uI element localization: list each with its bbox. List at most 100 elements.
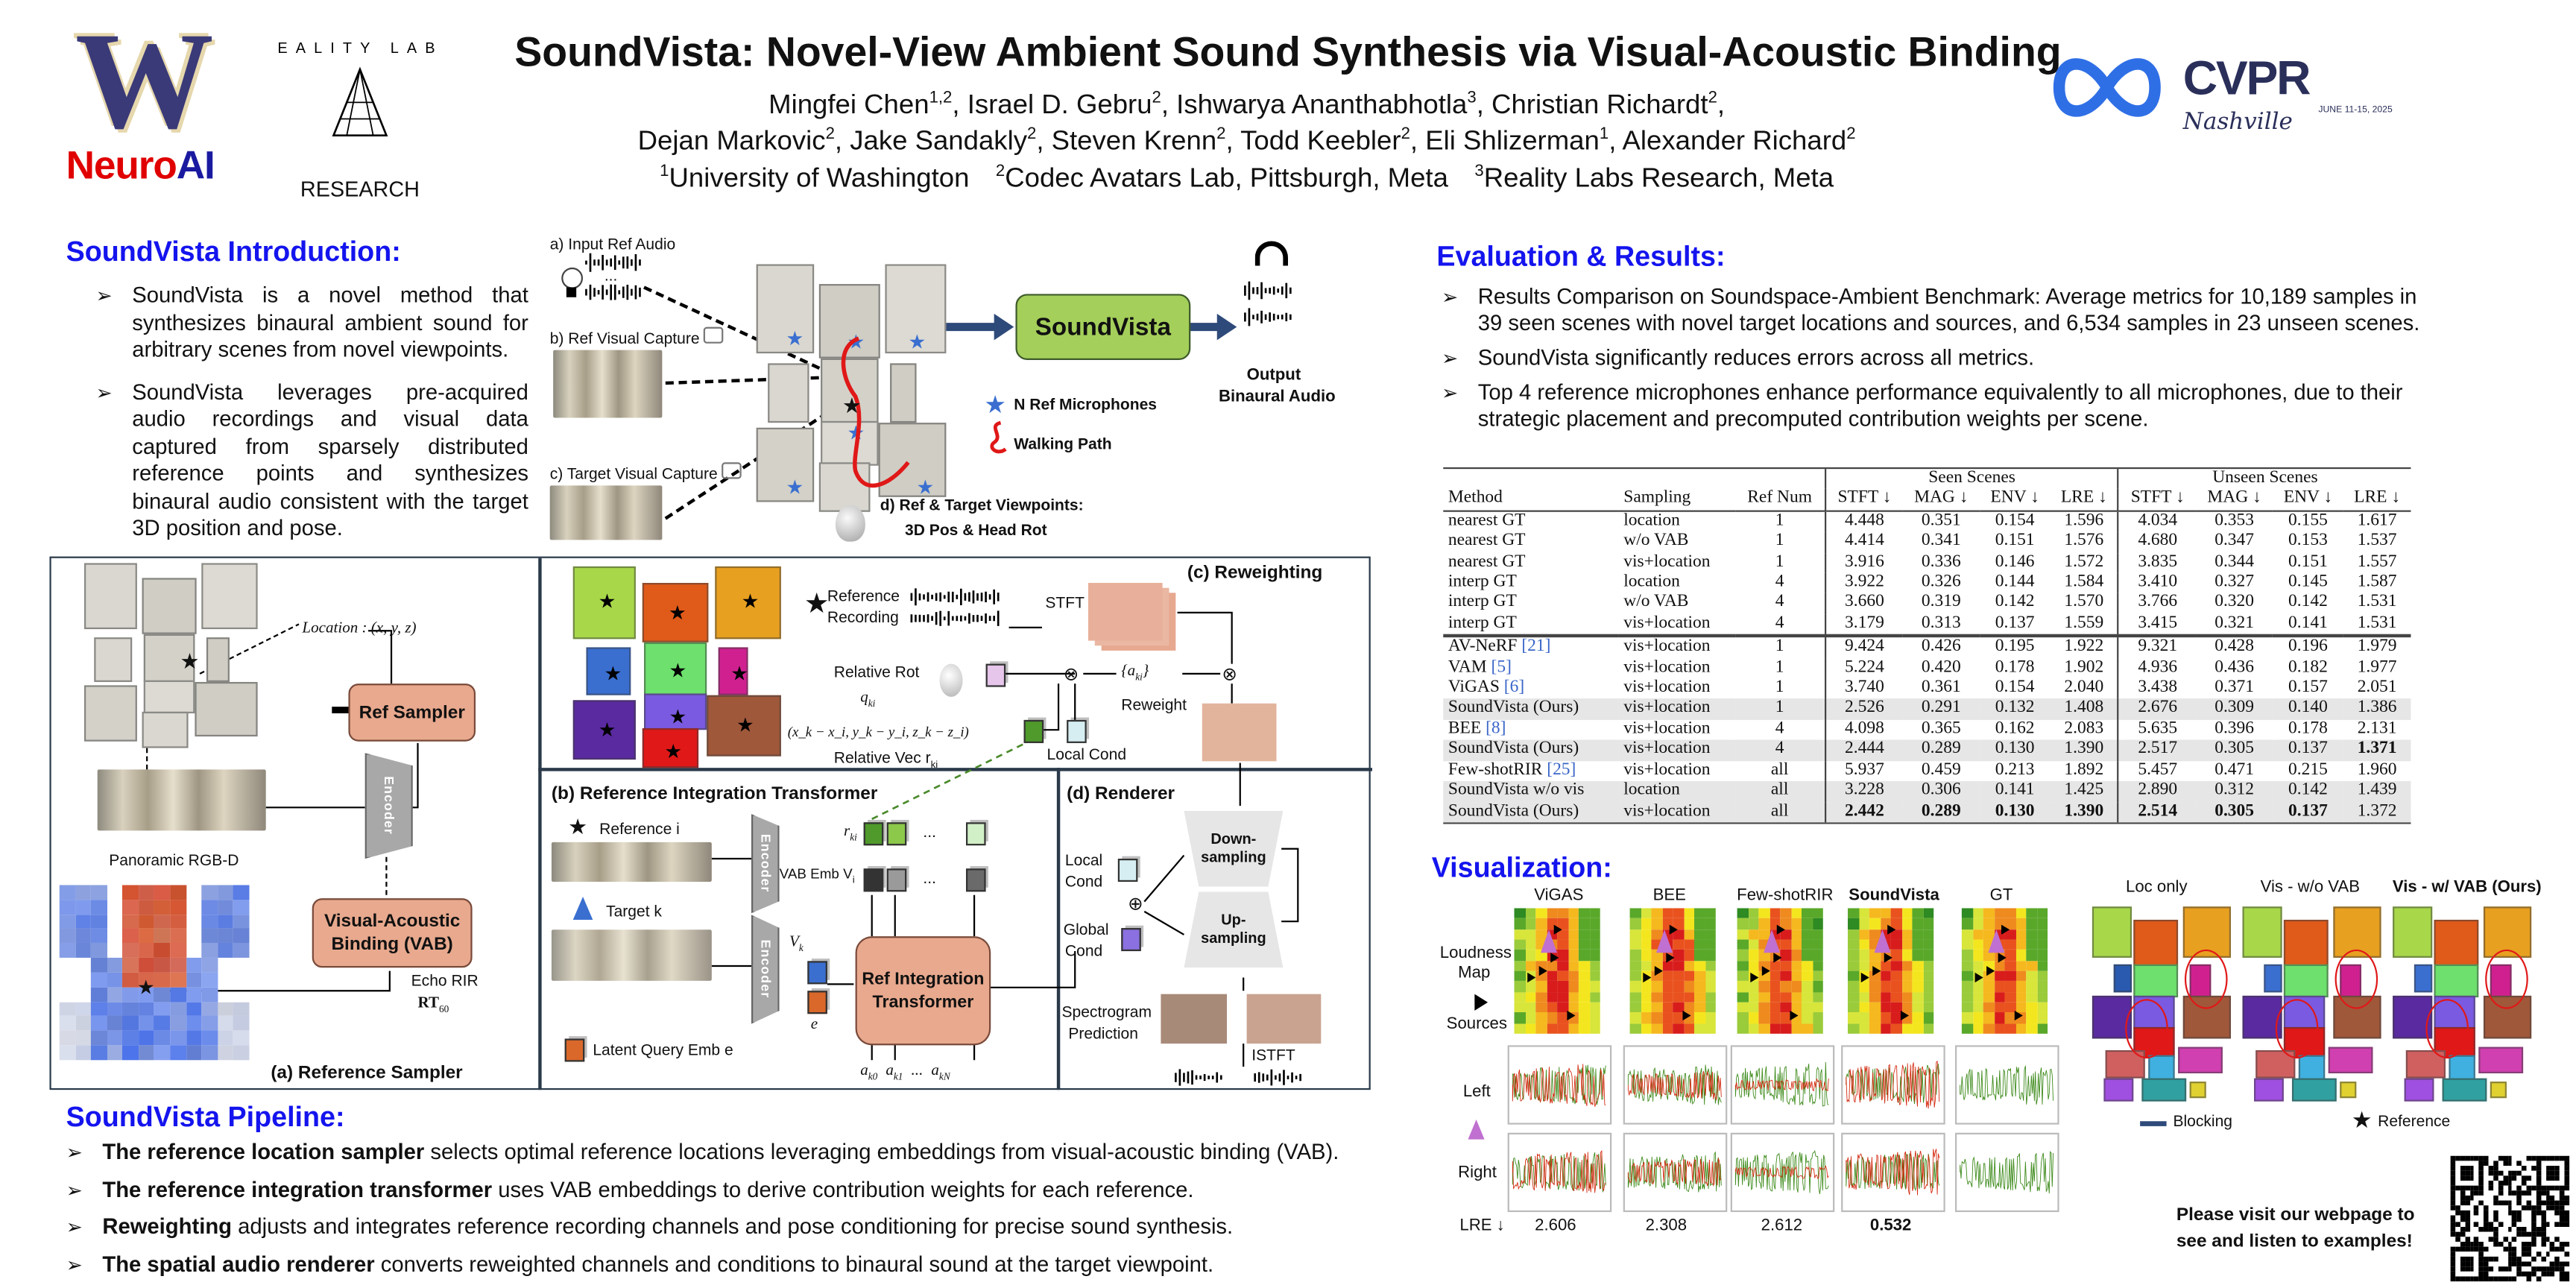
blocking-legend-line xyxy=(2140,1121,2167,1126)
heatmap-cell xyxy=(107,915,122,929)
loudness-cell xyxy=(1747,981,1759,992)
heatmap-cell xyxy=(60,987,75,1002)
qr-module xyxy=(2469,1226,2475,1231)
qr-module xyxy=(2507,1161,2513,1167)
heatmap-cell xyxy=(122,1045,139,1061)
method-cell: nearest GT xyxy=(1448,511,1526,530)
loudness-cell xyxy=(1912,970,1923,982)
metric-cell: 0.145 xyxy=(2288,572,2328,592)
metric-cell: 0.178 xyxy=(2288,719,2328,738)
source-triangle-icon xyxy=(1872,965,1881,976)
qr-module xyxy=(2464,1201,2470,1207)
qr-module xyxy=(2550,1261,2555,1266)
qr-code[interactable] xyxy=(2450,1155,2570,1282)
loudness-cell xyxy=(2026,1023,2037,1034)
echo-rir-heatmap xyxy=(59,885,250,1061)
floor-plan-room: ★ xyxy=(706,695,781,756)
loudness-cell xyxy=(1848,1002,1859,1013)
qr-module xyxy=(2460,1161,2465,1167)
loudness-cell xyxy=(1747,908,1759,919)
qr-module xyxy=(2540,1210,2546,1216)
heatmap-cell xyxy=(91,1001,107,1017)
qr-module xyxy=(2512,1241,2517,1246)
latent-query-label: Latent Query Emb e xyxy=(593,1041,733,1061)
qr-module xyxy=(2554,1161,2560,1167)
qr-module xyxy=(2502,1206,2508,1211)
ref-visual-capture-label: b) Ref Visual Capture xyxy=(550,326,724,348)
heatmap-cell xyxy=(233,958,249,973)
floor-plan-room xyxy=(2297,1054,2326,1080)
citation-link[interactable]: [25] xyxy=(1547,760,1576,779)
output-waveform-icon xyxy=(1244,308,1292,326)
method-cell: SoundVista w/o vis xyxy=(1443,781,1619,802)
source-triangle-icon xyxy=(1654,965,1663,976)
loudness-cell xyxy=(1869,918,1881,929)
loudness-cell xyxy=(1961,1023,1973,1034)
qr-module xyxy=(2502,1226,2508,1231)
citation-link[interactable]: [5] xyxy=(1491,658,1512,677)
qr-module xyxy=(2498,1226,2503,1231)
heatmap-cell xyxy=(170,1031,186,1046)
binaural-output-waveform-icon xyxy=(1254,1069,1301,1086)
qr-module xyxy=(2478,1206,2484,1211)
qr-module xyxy=(2464,1261,2470,1266)
qr-module xyxy=(2564,1236,2570,1242)
loudness-cell xyxy=(2004,908,2015,919)
metric-cell: 0.305 xyxy=(2196,740,2273,761)
qr-module xyxy=(2512,1231,2517,1237)
citation-link[interactable]: [21] xyxy=(1521,637,1551,657)
citation-link[interactable]: [6] xyxy=(1503,678,1525,698)
metric-cell: 1.531 xyxy=(2357,593,2397,612)
author-affiliation-mark: 2 xyxy=(1846,125,1856,144)
loudness-cell xyxy=(1922,991,1934,1003)
table-column-header: MAG ↓ xyxy=(2207,489,2261,508)
qr-module xyxy=(2493,1186,2498,1191)
source-triangle-icon xyxy=(1553,924,1562,935)
qr-module xyxy=(2498,1231,2503,1237)
qr-module xyxy=(2560,1266,2565,1272)
qr-module xyxy=(2507,1206,2513,1211)
metric-cell: 0.471 xyxy=(2214,760,2255,779)
qr-module xyxy=(2540,1226,2546,1231)
citation-link[interactable]: [8] xyxy=(1486,719,1506,738)
qr-module xyxy=(2478,1246,2484,1251)
loudness-cell xyxy=(1514,950,1525,961)
reweight-label: Reweight xyxy=(1121,696,1187,716)
qr-module xyxy=(2484,1161,2489,1167)
loudness-cell xyxy=(1629,970,1641,982)
loudness-cell xyxy=(1514,939,1525,950)
qr-module xyxy=(2540,1276,2546,1282)
loudness-cell xyxy=(1546,1002,1558,1013)
loudness-cell xyxy=(1890,1023,1902,1034)
metric-cell: 0.365 xyxy=(1921,719,1961,738)
heatmap-cell xyxy=(75,943,92,959)
loudness-cell xyxy=(1651,981,1662,992)
loudness-cell xyxy=(1801,970,1813,982)
metric-cell: 1.559 xyxy=(2064,613,2104,633)
sampling-cell: w/o VAB xyxy=(1623,593,1689,612)
arrow-bullet-icon: ➢ xyxy=(1442,285,1459,309)
blocking-legend: Blocking xyxy=(2173,1113,2233,1131)
loudness-cell xyxy=(1737,939,1748,950)
loudness-cell xyxy=(1673,1002,1684,1013)
predicted-spectrogram-left xyxy=(1161,994,1228,1044)
qr-module xyxy=(2469,1221,2475,1227)
loudness-cell xyxy=(2036,970,2048,982)
loudness-cell xyxy=(1673,1023,1684,1034)
authors-line-2: Dejan Markovic2, Jake Sandakly2, Steven … xyxy=(0,117,2493,159)
loudness-cell xyxy=(1922,960,1934,971)
arrow-bullet-icon: ➢ xyxy=(95,380,113,404)
heatmap-cell xyxy=(233,914,250,929)
qr-module xyxy=(2554,1166,2560,1171)
metric-cell: 5.635 xyxy=(2118,719,2197,741)
loudness-cell xyxy=(2004,1012,2015,1023)
heatmap-cell xyxy=(218,973,233,988)
heatmap-cell xyxy=(138,929,155,944)
right-channel-waveform xyxy=(1623,1132,1728,1213)
metric-cell: 0.137 xyxy=(2273,801,2343,823)
metric-cell: 0.306 xyxy=(1902,781,1980,802)
floor-plan-room xyxy=(2183,906,2231,958)
qr-module xyxy=(2536,1201,2541,1207)
qr-module xyxy=(2545,1236,2551,1242)
